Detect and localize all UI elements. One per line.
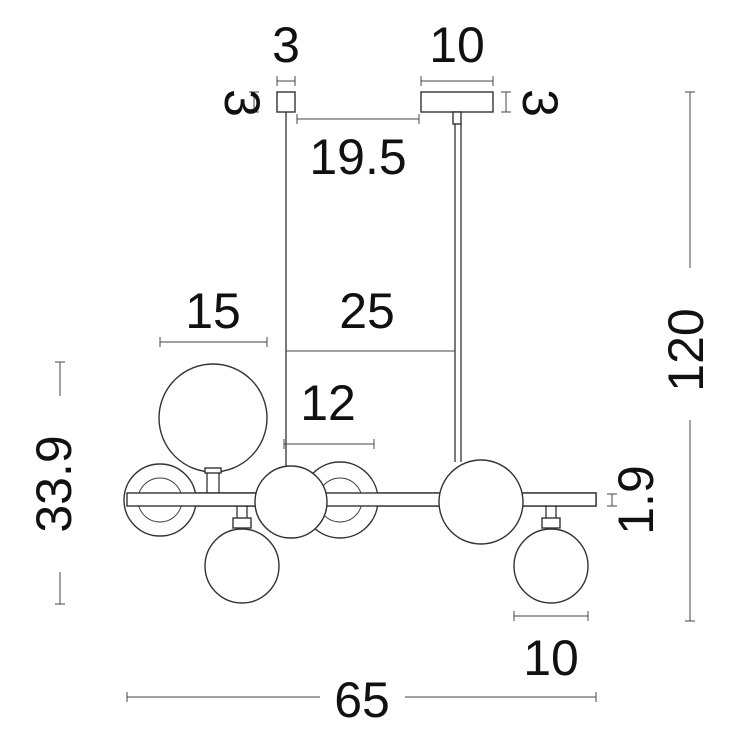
dim-label-total-height: 120: [658, 308, 714, 391]
dim-label-total-width: 65: [334, 672, 390, 728]
dim-canopy-spacing: 19.5: [296, 114, 420, 185]
dim-center-offset: 12: [283, 375, 375, 449]
small-canopy: [276, 91, 296, 113]
dim-suspension-spacing: 25: [286, 283, 455, 352]
globe-right-on-bar: [438, 459, 524, 545]
globe-lower-right: [513, 506, 589, 604]
dim-label-bar-thickness: 1.9: [608, 465, 664, 535]
dim-large-globe-diameter: 15: [159, 283, 268, 347]
large-globe-upper-left: [158, 363, 268, 493]
dim-body-height: 33.9: [26, 361, 82, 605]
dim-small-canopy-width: 3: [272, 17, 300, 86]
horizontal-bar-front: [126, 492, 597, 507]
dim-label-suspension-spacing: 25: [339, 283, 395, 339]
dim-small-globe-diameter: 10: [513, 611, 589, 686]
dim-label-body-height: 33.9: [26, 435, 82, 532]
dim-label-canopy-spacing: 19.5: [309, 129, 406, 185]
dim-label-large-globe-diameter: 15: [185, 283, 241, 339]
globe-center-on-bar: [254, 465, 328, 539]
dim-total-width: 65: [126, 672, 597, 728]
dim-label-small-canopy-width: 3: [272, 17, 300, 73]
dim-bar-thickness: 1.9: [607, 465, 664, 535]
dim-label-large-canopy-height: 3: [512, 89, 568, 117]
dim-small-canopy-height: 3: [214, 89, 270, 117]
dim-label-small-globe-diameter: 10: [523, 630, 579, 686]
globe-lower-left: [204, 506, 280, 604]
dim-label-small-canopy-height: 3: [214, 89, 270, 117]
dim-total-height: 120: [658, 91, 714, 622]
dim-large-canopy-height: 3: [501, 89, 568, 117]
dim-large-canopy-width: 10: [420, 17, 494, 86]
dim-label-center-offset: 12: [300, 375, 356, 431]
large-canopy: [420, 91, 494, 125]
dim-label-large-canopy-width: 10: [429, 17, 485, 73]
